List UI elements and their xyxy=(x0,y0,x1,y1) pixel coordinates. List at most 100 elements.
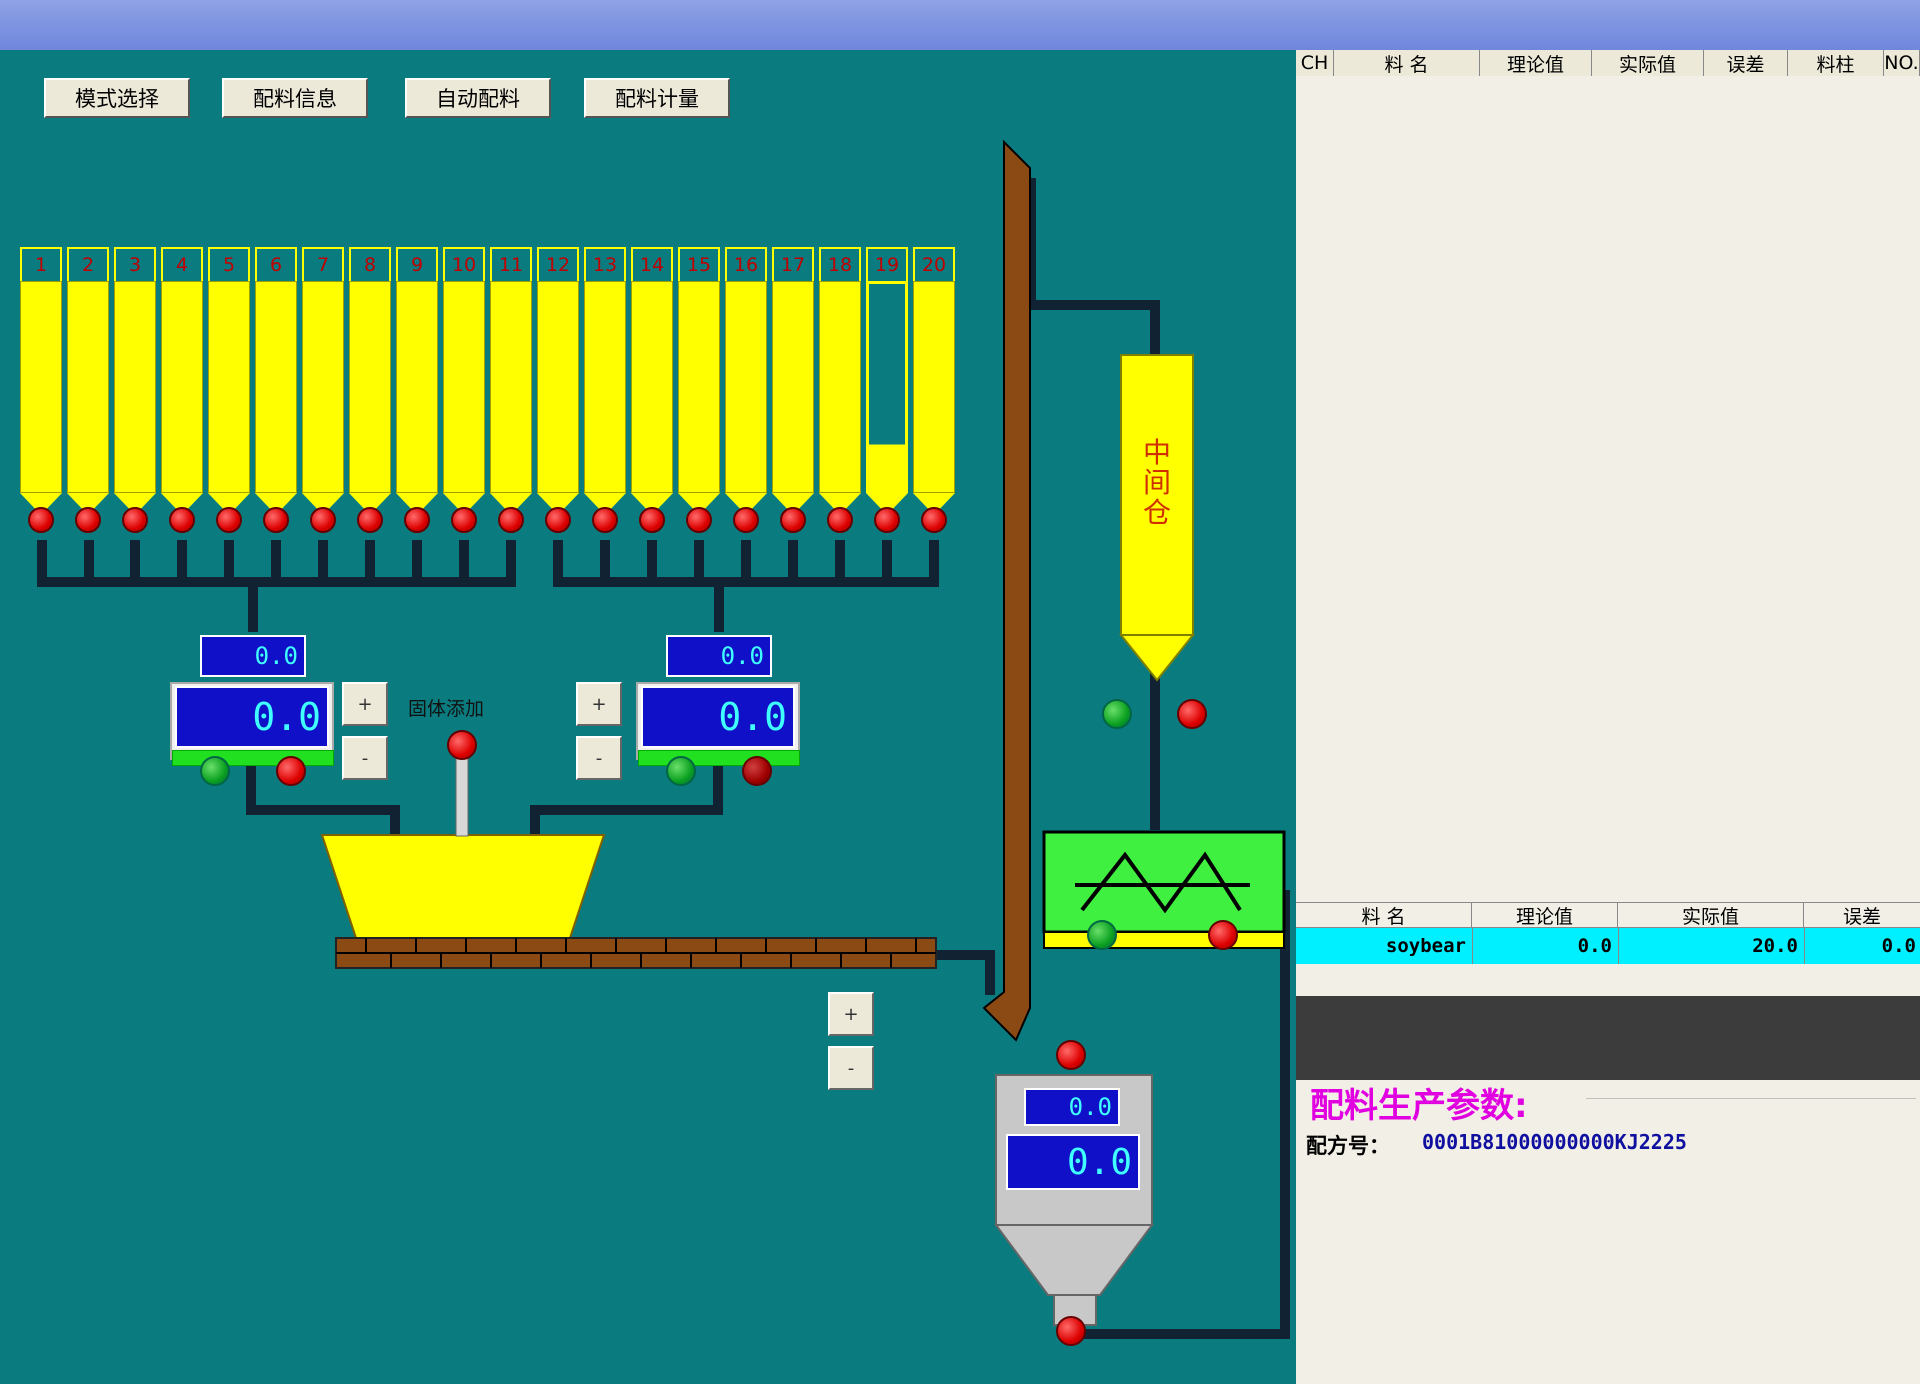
window-title-bar xyxy=(0,0,1920,50)
process-mimic-panel: 模式选择 配料信息 自动配料 配料计量 xyxy=(0,50,1296,1384)
bin-body xyxy=(772,281,814,493)
bin-body xyxy=(819,281,861,493)
intermediate-bin-red-icon[interactable] xyxy=(1177,699,1207,729)
left-minus-button[interactable]: - xyxy=(342,736,388,780)
col-error[interactable]: 误差 xyxy=(1704,50,1788,76)
bottom-plus-button[interactable]: + xyxy=(828,992,874,1036)
bin-number: 14 xyxy=(631,247,673,283)
left-scale-status-green-icon[interactable] xyxy=(200,756,230,786)
bin-cone xyxy=(819,493,861,515)
bin-valve-icon[interactable] xyxy=(686,507,712,533)
mode-select-button[interactable]: 模式选择 xyxy=(44,78,190,118)
bin-valve-icon[interactable] xyxy=(639,507,665,533)
col-no[interactable]: NO. xyxy=(1884,50,1920,76)
batch-metering-button[interactable]: 配料计量 xyxy=(584,78,730,118)
bin-body xyxy=(67,281,109,493)
batch-info-button[interactable]: 配料信息 xyxy=(222,78,368,118)
bottom-hopper-inlet-icon[interactable] xyxy=(1056,1040,1086,1070)
mixer-red-icon[interactable] xyxy=(1208,920,1238,950)
bin-cone xyxy=(866,493,908,515)
bin-number: 11 xyxy=(490,247,532,283)
col-name[interactable]: 料 名 xyxy=(1296,903,1472,928)
left-scale-small-readout: 0.0 xyxy=(200,635,306,677)
bin-valve-icon[interactable] xyxy=(545,507,571,533)
intermediate-bin-green-icon[interactable] xyxy=(1102,699,1132,729)
bin-number: 19 xyxy=(866,247,908,283)
left-plus-button[interactable]: + xyxy=(342,682,388,726)
bin-valve-icon[interactable] xyxy=(404,507,430,533)
bin-cone xyxy=(67,493,109,515)
col-theoretical[interactable]: 理论值 xyxy=(1472,903,1618,928)
bin-cone xyxy=(913,493,955,515)
bin-body xyxy=(678,281,720,493)
bin-valve-icon[interactable] xyxy=(451,507,477,533)
bin-valve-icon[interactable] xyxy=(216,507,242,533)
bin-valve-icon[interactable] xyxy=(733,507,759,533)
left-scale-discharge-red-icon[interactable] xyxy=(276,756,306,786)
bin-body xyxy=(631,281,673,493)
bin-body xyxy=(913,281,955,493)
bin-body xyxy=(208,281,250,493)
bin-number: 15 xyxy=(678,247,720,283)
intermediate-bin-label: 中间仓 xyxy=(1142,436,1171,529)
bin-cone xyxy=(772,493,814,515)
bin-cone xyxy=(349,493,391,515)
bottom-table-header: 料 名 理论值 实际值 误差 xyxy=(1296,902,1920,928)
solid-add-label: 固体添加 xyxy=(408,698,485,720)
bin-number: 13 xyxy=(584,247,626,283)
bin-number: 18 xyxy=(819,247,861,283)
col-actual[interactable]: 实际值 xyxy=(1618,903,1804,928)
bin-cone xyxy=(208,493,250,515)
bin-valve-icon[interactable] xyxy=(827,507,853,533)
bin-number: 3 xyxy=(114,247,156,283)
left-scale-big-readout: 0.0 xyxy=(175,686,329,748)
bin-number: 5 xyxy=(208,247,250,283)
col-ch[interactable]: CH xyxy=(1296,50,1334,76)
bin-cone xyxy=(302,493,344,515)
right-minus-button[interactable]: - xyxy=(576,736,622,780)
col-column[interactable]: 料柱 xyxy=(1788,50,1884,76)
solid-add-valve-icon[interactable] xyxy=(447,730,477,760)
bin-valve-icon[interactable] xyxy=(498,507,524,533)
params-divider xyxy=(1586,1098,1916,1099)
params-title: 配料生产参数: xyxy=(1310,1086,1528,1126)
bin-valve-icon[interactable] xyxy=(169,507,195,533)
bin-number: 7 xyxy=(302,247,344,283)
bin-valve-icon[interactable] xyxy=(263,507,289,533)
recipe-label: 配方号： xyxy=(1306,1134,1390,1158)
col-error[interactable]: 误差 xyxy=(1842,905,1881,928)
right-scale-big-readout: 0.0 xyxy=(641,686,795,748)
top-table-body[interactable] xyxy=(1296,76,1920,902)
bin-valve-icon[interactable] xyxy=(122,507,148,533)
bin-valve-icon[interactable] xyxy=(780,507,806,533)
auto-batch-button[interactable]: 自动配料 xyxy=(405,78,551,118)
bin-valve-icon[interactable] xyxy=(357,507,383,533)
table-row[interactable]: soybear 0.0 20.0 0.0 xyxy=(1296,928,1920,964)
bin-valve-icon[interactable] xyxy=(28,507,54,533)
right-plus-button[interactable]: + xyxy=(576,682,622,726)
bin-valve-icon[interactable] xyxy=(75,507,101,533)
bin-number: 20 xyxy=(913,247,955,283)
bin-cone xyxy=(490,493,532,515)
bottom-hopper-outlet-icon[interactable] xyxy=(1056,1316,1086,1346)
col-name[interactable]: 料 名 xyxy=(1334,50,1480,76)
bin-valve-icon[interactable] xyxy=(874,507,900,533)
bin-body xyxy=(349,281,391,493)
bin-valve-icon[interactable] xyxy=(592,507,618,533)
bottom-minus-button[interactable]: - xyxy=(828,1046,874,1090)
bin-number: 2 xyxy=(67,247,109,283)
bin-number: 6 xyxy=(255,247,297,283)
right-scale-status-green-icon[interactable] xyxy=(666,756,696,786)
bin-valve-icon[interactable] xyxy=(310,507,336,533)
row-actual: 20.0 xyxy=(1618,928,1804,964)
col-actual[interactable]: 实际值 xyxy=(1592,50,1704,76)
bin-cone xyxy=(443,493,485,515)
row-name: soybear xyxy=(1385,935,1466,957)
bin-cone xyxy=(255,493,297,515)
bin-valve-icon[interactable] xyxy=(921,507,947,533)
right-scale-discharge-red-icon[interactable] xyxy=(742,756,772,786)
top-table-header: CH 料 名 理论值 实际值 误差 料柱 NO. xyxy=(1296,50,1920,77)
bin-number: 9 xyxy=(396,247,438,283)
col-theoretical[interactable]: 理论值 xyxy=(1480,50,1592,76)
mixer-green-icon[interactable] xyxy=(1087,920,1117,950)
